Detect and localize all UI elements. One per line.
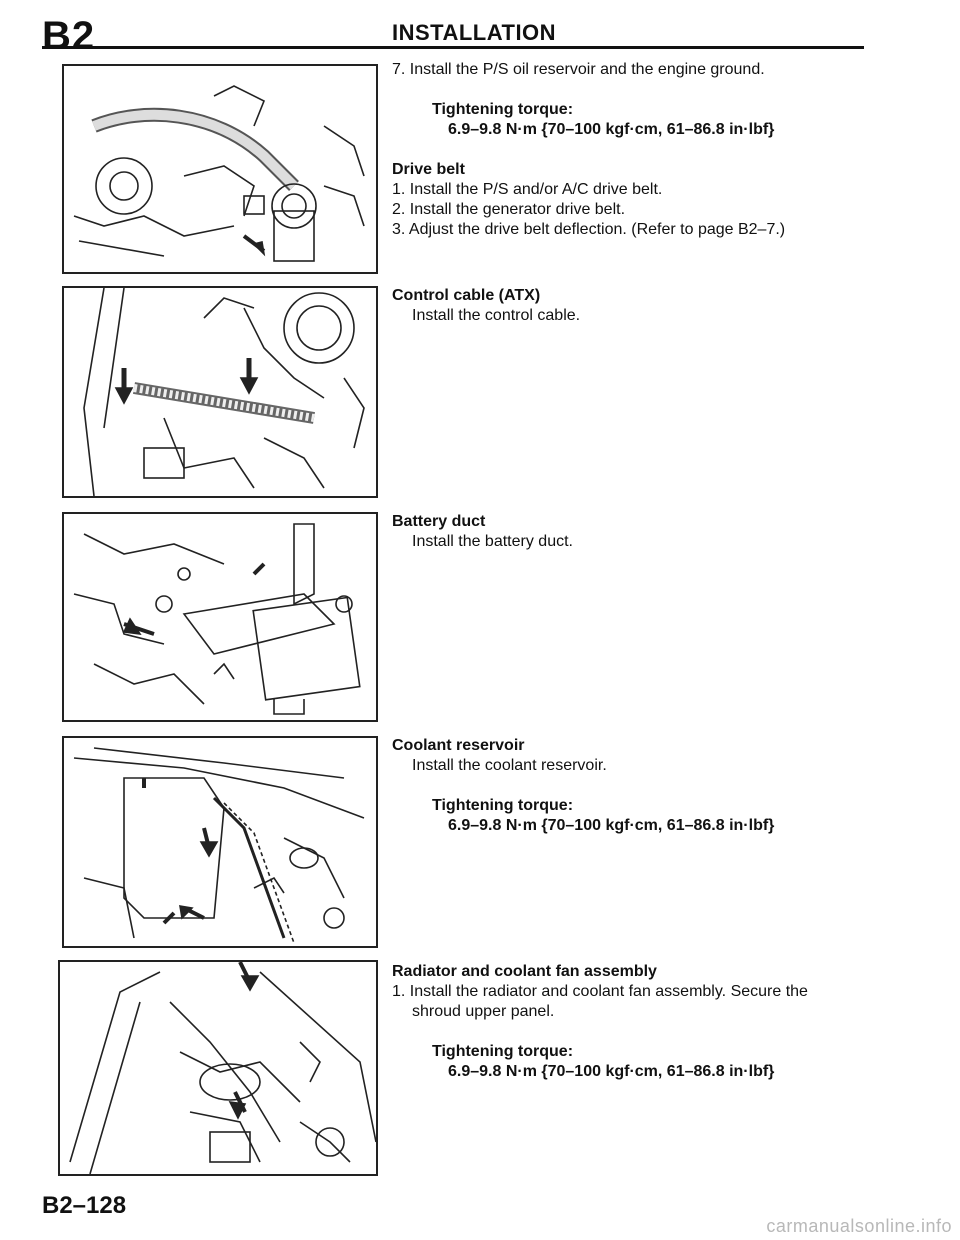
step-text: 2. Install the generator drive belt. <box>392 201 626 218</box>
watermark: carmanualsonline.info <box>766 1216 952 1236</box>
figure-ps-oil-reservoir <box>62 64 378 274</box>
section-heading: Battery duct <box>392 513 486 530</box>
instruction-text: Install the control cable. <box>412 307 581 324</box>
section-coolant-reservoir: Coolant reservoir Install the coolant re… <box>392 736 892 836</box>
torque-label: Tightening torque: <box>432 1043 574 1060</box>
torque-label: Tightening torque: <box>432 797 574 814</box>
section-battery-duct: Battery duct Install the battery duct. <box>392 512 892 552</box>
step-text-continued: shroud upper panel. <box>412 1003 555 1020</box>
torque-value: 6.9–9.8 N·m {70–100 kgf·cm, 61–86.8 in·l… <box>448 817 775 834</box>
figure-radiator-fan <box>58 960 378 1176</box>
step-text: 3. Adjust the drive belt deflection. (Re… <box>392 221 786 238</box>
instruction-text: Install the battery duct. <box>412 533 573 550</box>
header-rule <box>42 46 864 49</box>
section-ps-oil-reservoir: 7. Install the P/S oil reservoir and the… <box>392 60 892 240</box>
torque-value: 6.9–9.8 N·m {70–100 kgf·cm, 61–86.8 in·l… <box>448 121 775 138</box>
page-number: B2–128 <box>42 1192 127 1219</box>
section-control-cable: Control cable (ATX) Install the control … <box>392 286 892 326</box>
figure-coolant-reservoir <box>62 736 378 948</box>
section-heading: Coolant reservoir <box>392 737 525 754</box>
torque-value: 6.9–9.8 N·m {70–100 kgf·cm, 61–86.8 in·l… <box>448 1063 775 1080</box>
figure-control-cable <box>62 286 378 498</box>
page-title: INSTALLATION <box>392 20 557 45</box>
instruction-text: Install the coolant reservoir. <box>412 757 607 774</box>
step-text: 1. Install the radiator and coolant fan … <box>392 983 808 1000</box>
section-heading: Control cable (ATX) <box>392 287 541 304</box>
section-code: B2 <box>42 14 96 58</box>
torque-label: Tightening torque: <box>432 101 574 118</box>
step-text: 7. Install the P/S oil reservoir and the… <box>392 61 765 78</box>
section-heading: Drive belt <box>392 161 465 178</box>
step-text: 1. Install the P/S and/or A/C drive belt… <box>392 181 663 198</box>
section-heading: Radiator and coolant fan assembly <box>392 963 657 980</box>
section-radiator-fan: Radiator and coolant fan assembly 1. Ins… <box>392 962 892 1082</box>
figure-battery-duct <box>62 512 378 722</box>
